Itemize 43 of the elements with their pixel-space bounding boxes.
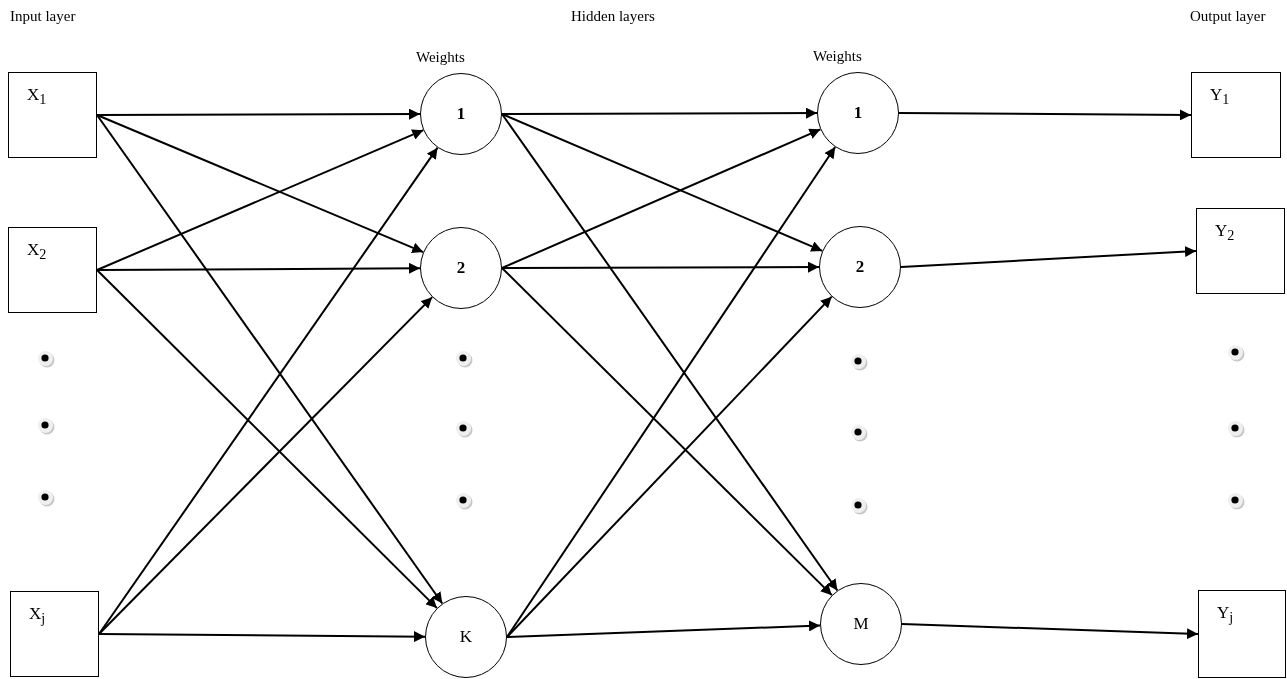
arrow <box>96 108 421 120</box>
neuron-box <box>1198 590 1286 678</box>
arrow <box>96 262 421 274</box>
node-label: X$_{2}$ <box>27 240 47 264</box>
arrow <box>98 296 434 635</box>
node-label: 2 <box>855 257 865 277</box>
neuron-box <box>8 227 97 313</box>
arrow <box>506 146 837 638</box>
layer-heading: Hidden layers <box>571 8 655 25</box>
arrow <box>501 267 833 597</box>
arrow <box>900 246 1197 268</box>
node-label: K <box>459 627 473 647</box>
weights-label: Weights <box>813 48 862 65</box>
neuron-box <box>1196 208 1285 294</box>
node-label: 2 <box>456 258 466 278</box>
node-label: X$_{j}$ <box>29 604 46 628</box>
weights-label: Weights <box>416 49 465 66</box>
layer-heading: Output layer <box>1190 8 1266 25</box>
arrow <box>96 269 438 610</box>
arrow <box>901 623 1199 640</box>
arrow <box>501 113 839 592</box>
node-label: Y$_{2}$ <box>1215 221 1235 245</box>
arrow <box>501 261 820 273</box>
node-label: 1 <box>456 104 466 124</box>
node-label: X$_{1}$ <box>27 85 47 109</box>
arrow <box>506 620 822 638</box>
arrow <box>501 128 822 269</box>
neuron-circle <box>425 596 507 678</box>
node-label: Y$_{1}$ <box>1210 85 1230 109</box>
node-label: 1 <box>853 103 863 123</box>
arrow <box>501 107 818 119</box>
layer-heading: Input layer <box>10 8 76 25</box>
arrow <box>96 129 425 271</box>
node-label: Y$_{j}$ <box>1217 603 1234 627</box>
neuron-box <box>1191 72 1281 158</box>
arrow <box>501 113 824 252</box>
arrow <box>96 114 425 254</box>
neuron-box <box>8 72 97 158</box>
arrow <box>98 631 426 643</box>
node-label: M <box>853 614 869 634</box>
arrow <box>898 109 1192 121</box>
arrow <box>506 295 833 638</box>
neuron-box <box>10 591 99 677</box>
